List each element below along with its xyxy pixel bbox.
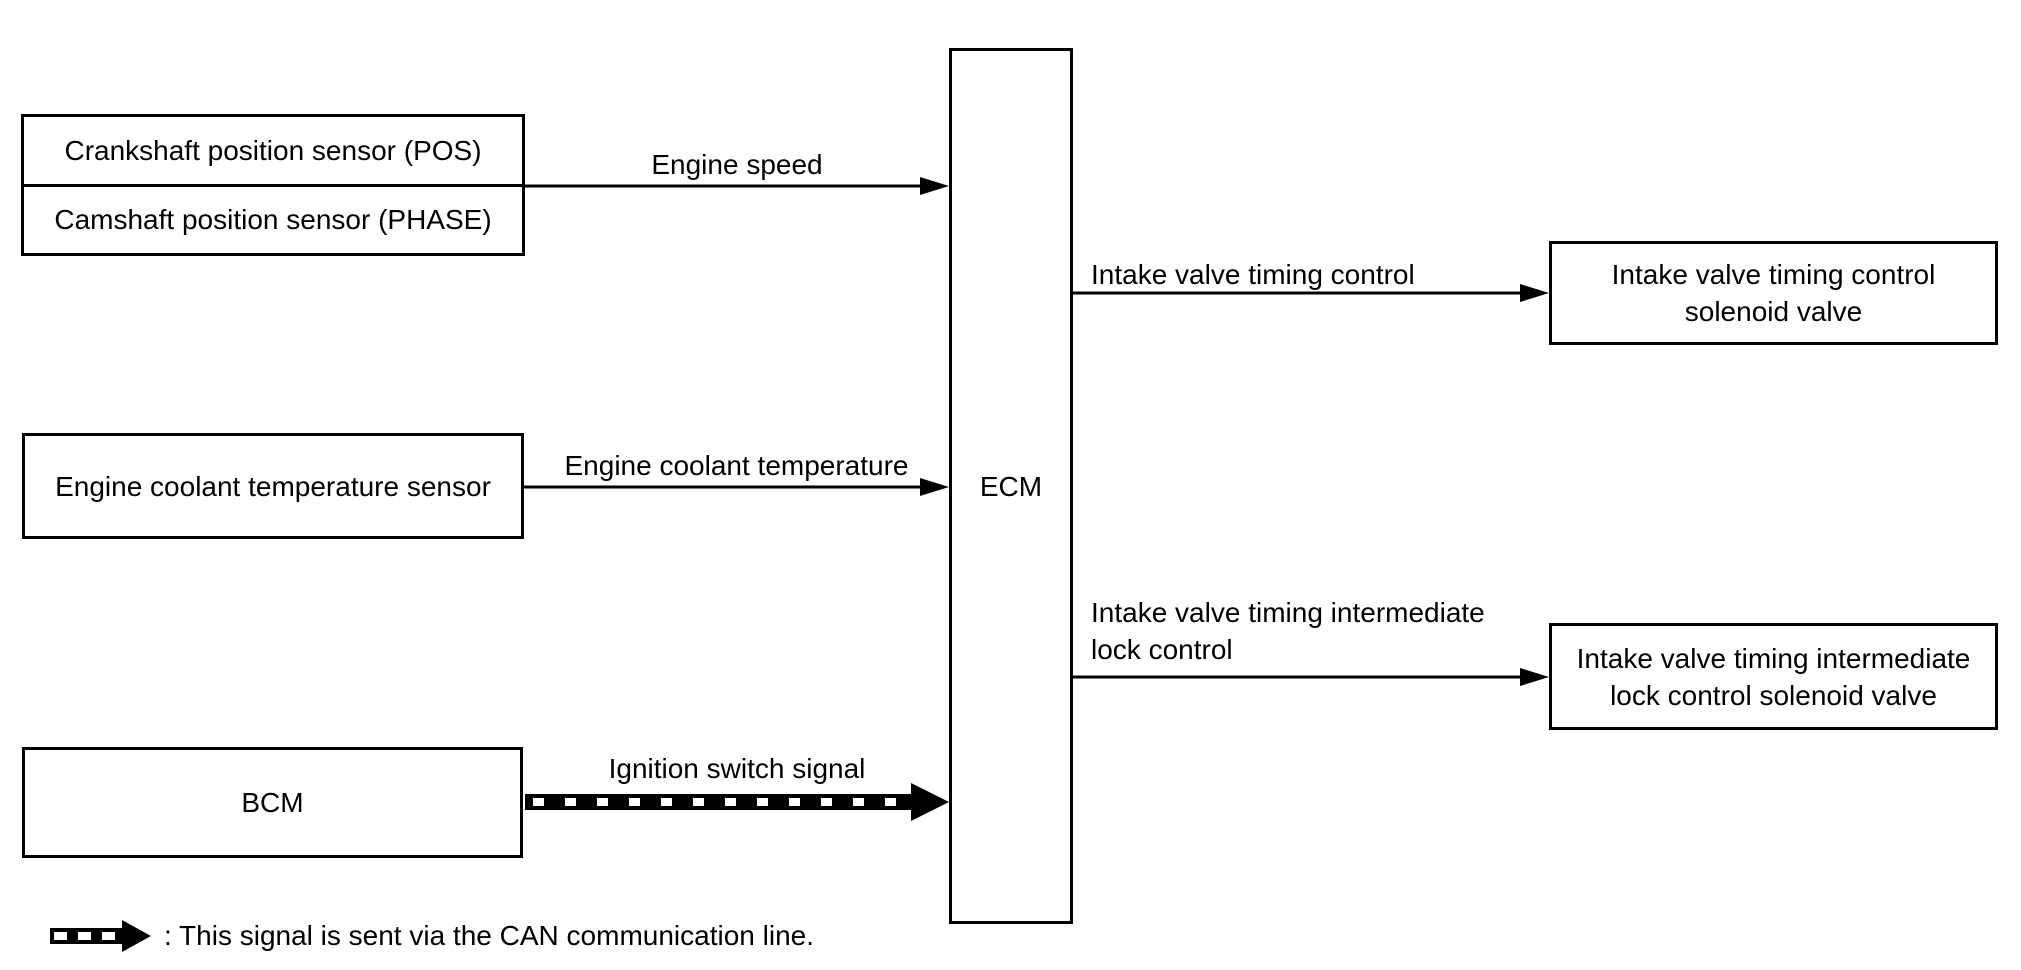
legend-text: : This signal is sent via the CAN commun…: [164, 920, 814, 951]
intake-lock-control-arrow-icon: [1073, 668, 1549, 686]
node-bcm: BCM: [22, 747, 523, 858]
signal-engine-speed: Engine speed: [651, 149, 823, 180]
node-intake-lock-solenoid: Intake valve timing intermediate lock co…: [1549, 623, 1998, 730]
node-crankshaft-sensor: Crankshaft position sensor (POS): [24, 117, 522, 187]
signal-coolant-temp: Engine coolant temperature: [564, 450, 909, 481]
crankshaft-sensor-label: Crankshaft position sensor (POS): [64, 134, 482, 166]
signal-intake-lock-control: Intake valve timing intermediate lock co…: [1091, 597, 1485, 665]
ecm-label: ECM: [979, 470, 1043, 502]
node-camshaft-sensor: Camshaft position sensor (PHASE): [24, 187, 522, 254]
node-ecm: ECM: [949, 48, 1073, 924]
signal-intake-control: Intake valve timing control: [1091, 259, 1415, 290]
coolant-sensor-label: Engine coolant temperature sensor: [55, 470, 491, 502]
bcm-label: BCM: [241, 787, 304, 818]
intake-lock-solenoid-label: Intake valve timing intermediate lock co…: [1576, 642, 1971, 711]
node-coolant-sensor: Engine coolant temperature sensor: [22, 433, 524, 539]
camshaft-sensor-label: Camshaft position sensor (PHASE): [54, 204, 492, 236]
can-arrow-icon: [525, 783, 949, 821]
legend: : This signal is sent via the CAN commun…: [50, 916, 814, 956]
signal-ignition: Ignition switch signal: [608, 753, 866, 784]
node-intake-solenoid: Intake valve timing control solenoid val…: [1549, 241, 1998, 345]
legend-can-arrow-icon: [50, 920, 151, 952]
node-position-sensors: Crankshaft position sensor (POS) Camshaf…: [21, 114, 525, 256]
intake-solenoid-label: Intake valve timing control solenoid val…: [1611, 259, 1936, 327]
